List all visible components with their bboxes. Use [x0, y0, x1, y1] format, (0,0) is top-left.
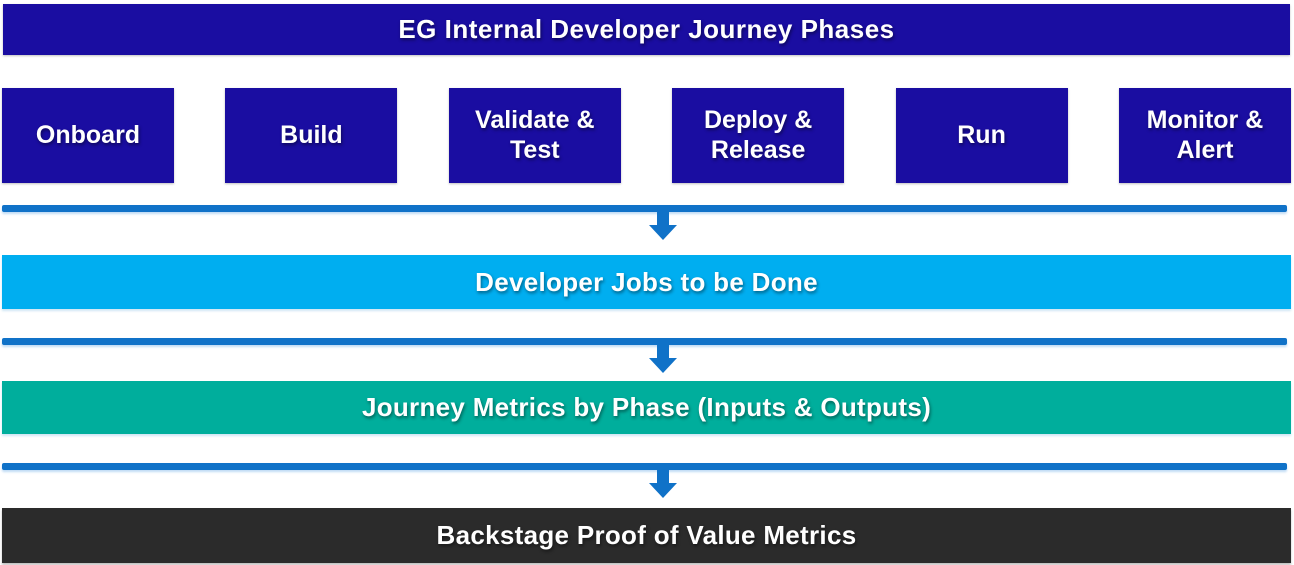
phase-box-monitor-alert: Monitor & Alert: [1118, 88, 1291, 183]
down-arrow-stem: [657, 212, 669, 225]
down-arrow-icon: [649, 470, 677, 498]
phase-box-build: Build: [225, 88, 398, 183]
band-journey-metrics: Journey Metrics by Phase (Inputs & Outpu…: [2, 381, 1291, 434]
connector-line: [2, 205, 1287, 212]
phase-box-run: Run: [895, 88, 1068, 183]
down-arrow-head: [649, 358, 677, 373]
band-backstage-proof: Backstage Proof of Value Metrics: [2, 508, 1291, 563]
down-arrow-stem: [657, 470, 669, 483]
down-arrow-icon: [649, 345, 677, 373]
phase-row: Onboard Build Validate & Test Deploy & R…: [2, 88, 1291, 183]
down-arrow-head: [649, 225, 677, 240]
phase-box-deploy-release: Deploy & Release: [672, 88, 845, 183]
down-arrow-head: [649, 483, 677, 498]
down-arrow-stem: [657, 345, 669, 358]
diagram-title-bar: EG Internal Developer Journey Phases: [3, 4, 1290, 55]
phase-box-validate-test: Validate & Test: [448, 88, 621, 183]
band-developer-jobs: Developer Jobs to be Done: [2, 255, 1291, 309]
phase-box-onboard: Onboard: [2, 88, 174, 183]
connector-line: [2, 463, 1287, 470]
down-arrow-icon: [649, 212, 677, 240]
connector-line: [2, 338, 1287, 345]
diagram-title: EG Internal Developer Journey Phases: [398, 14, 895, 44]
